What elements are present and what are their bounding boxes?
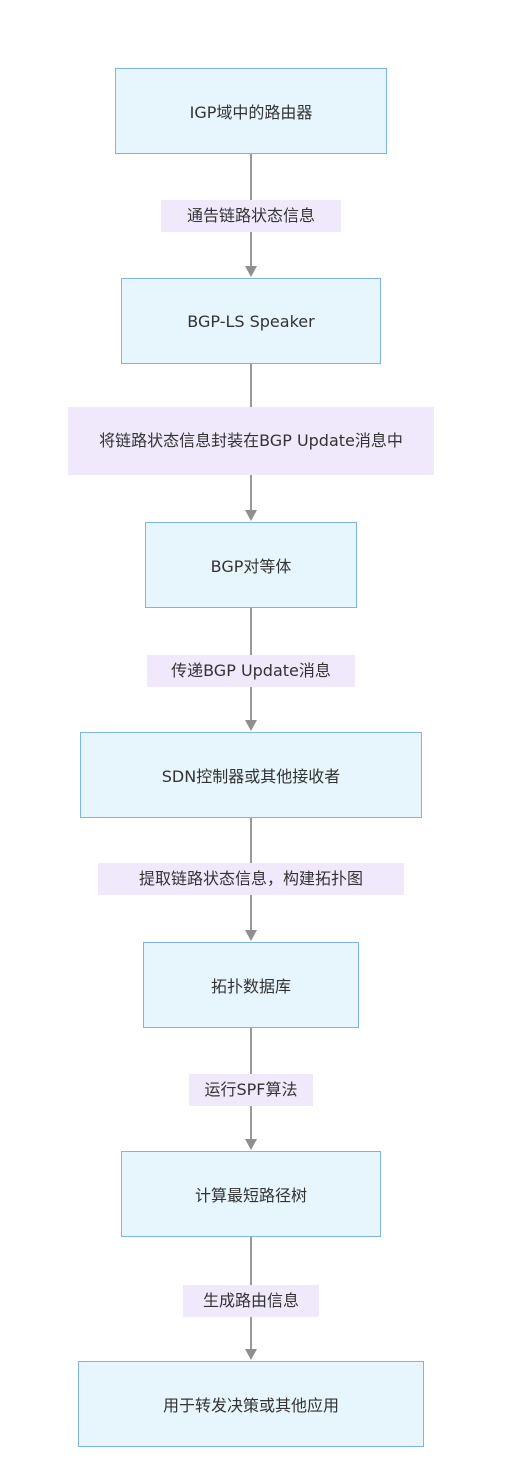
edge-label-encapsulate-bgp-update: 将链路状态信息封装在BGP Update消息中 xyxy=(68,407,434,475)
node-topology-database: 拓扑数据库 xyxy=(143,942,359,1028)
edge-label-advertise-link-state: 通告链路状态信息 xyxy=(161,200,341,232)
node-bgp-peer: BGP对等体 xyxy=(145,522,357,608)
arrowhead-6 xyxy=(245,1349,257,1360)
node-sdn-controller: SDN控制器或其他接收者 xyxy=(80,732,422,818)
edge-label-generate-routes: 生成路由信息 xyxy=(183,1285,319,1317)
arrowhead-1 xyxy=(245,266,257,277)
edge-label-relay-bgp-update: 传递BGP Update消息 xyxy=(147,655,355,687)
arrowhead-3 xyxy=(245,720,257,731)
node-bgp-ls-speaker: BGP-LS Speaker xyxy=(121,278,381,364)
arrowhead-4 xyxy=(245,930,257,941)
node-forwarding-decision: 用于转发决策或其他应用 xyxy=(78,1361,424,1447)
arrowhead-5 xyxy=(245,1139,257,1150)
edge-label-run-spf: 运行SPF算法 xyxy=(189,1074,313,1106)
edge-label-build-topology: 提取链路状态信息，构建拓扑图 xyxy=(98,863,404,895)
node-igp-router: IGP域中的路由器 xyxy=(115,68,387,154)
node-shortest-path-tree: 计算最短路径树 xyxy=(121,1151,381,1237)
arrowhead-2 xyxy=(245,510,257,521)
